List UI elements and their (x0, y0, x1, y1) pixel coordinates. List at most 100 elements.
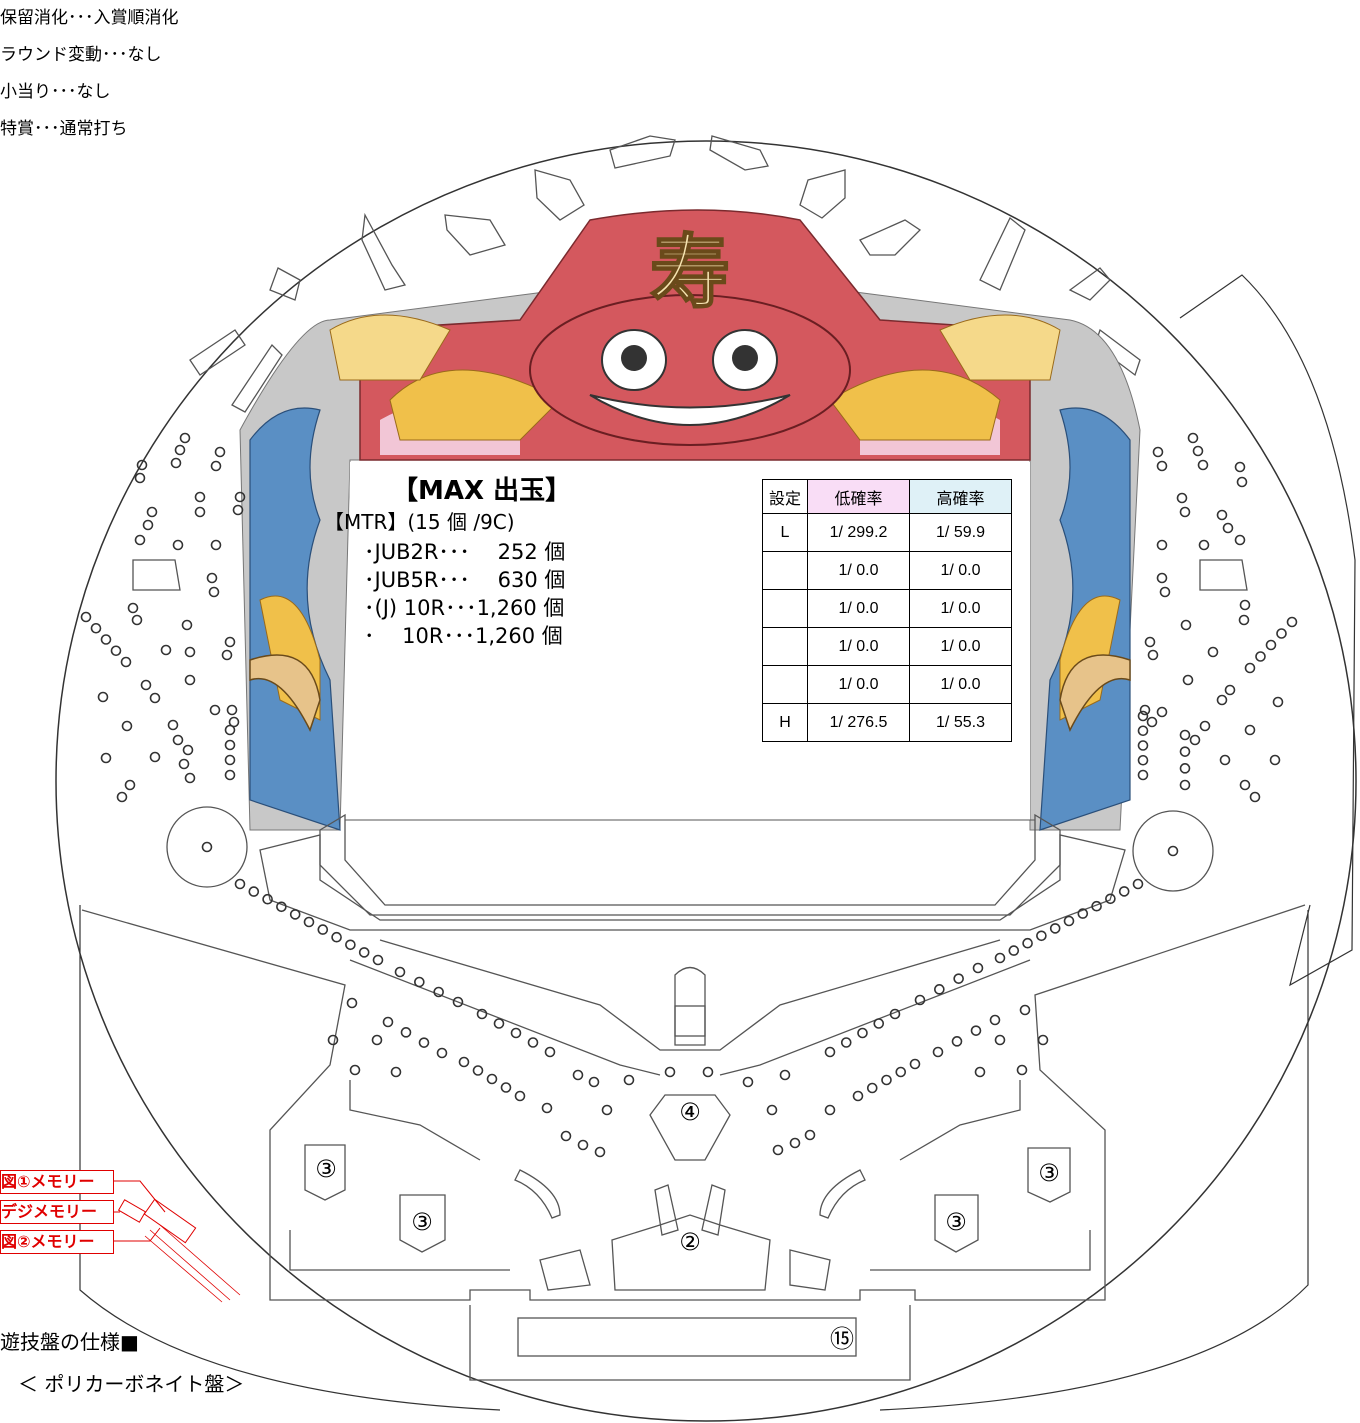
nail (181, 619, 193, 631)
nail (1286, 616, 1298, 628)
nail (224, 769, 236, 781)
nail (951, 1036, 963, 1047)
nail (493, 1018, 505, 1029)
board-material: ＜ ポリカーボネイト盤＞ (18, 1372, 245, 1396)
nail (167, 719, 179, 731)
nail (840, 1037, 852, 1048)
nail (142, 519, 154, 531)
nail (358, 947, 370, 958)
nail (994, 952, 1006, 964)
memory-led-cluster (113, 1180, 241, 1303)
nail (1192, 445, 1204, 457)
nail (1236, 476, 1248, 488)
nail (80, 611, 92, 623)
nail (1016, 1064, 1028, 1076)
nail (527, 1037, 539, 1048)
nail (544, 1046, 556, 1058)
start-pocket-label: ② (679, 1228, 701, 1256)
nail (1146, 716, 1158, 728)
nail (194, 506, 206, 518)
nail (514, 1090, 526, 1102)
nail (772, 1144, 784, 1156)
board-outline (55, 140, 1357, 1422)
cell-low: 1/ 276.5 (807, 703, 910, 742)
side-pocket-label: ③ (1038, 1159, 1060, 1187)
nail (349, 1064, 361, 1076)
nail (1272, 696, 1284, 708)
nail (136, 459, 148, 471)
nail (1036, 930, 1047, 942)
nail (149, 692, 161, 704)
nail (1234, 461, 1246, 473)
nail (974, 1066, 986, 1078)
nail (472, 1065, 484, 1076)
nail (160, 644, 172, 656)
nail (436, 1047, 448, 1059)
nail (1219, 754, 1231, 766)
nail (1179, 746, 1191, 757)
memory-label-zu1: 図①メモリー (0, 1170, 114, 1194)
nail (210, 460, 222, 472)
nail (209, 704, 221, 716)
nail (134, 534, 146, 546)
nail (100, 634, 112, 645)
nail (824, 1104, 836, 1116)
cell-setting (762, 589, 808, 628)
nail (1244, 662, 1256, 674)
nail (577, 1139, 589, 1151)
nail (146, 506, 158, 518)
spec-line-small: 小当り･･･なし (0, 82, 111, 102)
nail (276, 901, 287, 913)
payout-jub2r: ･JUB2R･･･ 252 個 (364, 540, 566, 564)
nail (224, 739, 236, 751)
nail (623, 1074, 635, 1086)
nail (1179, 779, 1191, 791)
nail (1147, 649, 1159, 661)
nail (1137, 754, 1149, 766)
nail (1156, 572, 1168, 584)
nail (572, 1069, 584, 1081)
nail (1139, 704, 1151, 716)
table-row: 1/ 0.0 1/ 0.0 (762, 665, 1012, 704)
header-setting: 設定 (762, 479, 808, 514)
cell-high: 1/ 55.3 (909, 703, 1012, 742)
nail (382, 1016, 394, 1028)
nail (1238, 614, 1250, 626)
cell-setting: H (762, 703, 808, 742)
spec-line-hold: 保留消化･･･入賞順消化 (0, 8, 179, 28)
nail (970, 1025, 982, 1036)
stage-rails (259, 813, 1126, 931)
nail (178, 758, 190, 770)
nail (1137, 769, 1149, 781)
nail (1019, 1004, 1031, 1016)
nail (1156, 460, 1168, 472)
nail (1176, 492, 1188, 504)
board-nails (80, 432, 1298, 1158)
max-payout-title: 【MAX 出玉】 (392, 476, 572, 506)
nail (232, 504, 244, 516)
nail (804, 1129, 816, 1141)
nail (1137, 725, 1149, 737)
nail (1063, 915, 1075, 927)
nail (210, 539, 222, 551)
nail (1234, 534, 1246, 546)
cell-low: 1/ 0.0 (807, 589, 910, 628)
nail (182, 744, 194, 756)
nail (149, 751, 161, 763)
memory-label-zu2: 図②メモリー (0, 1230, 114, 1254)
table-row: 1/ 0.0 1/ 0.0 (762, 627, 1012, 666)
nail (327, 1034, 339, 1046)
nail (1187, 432, 1199, 444)
nail (134, 472, 146, 484)
nail (766, 1104, 778, 1116)
nail (226, 704, 238, 716)
nail (390, 1066, 402, 1078)
nail (458, 1056, 470, 1068)
nail (172, 539, 184, 551)
nail (1077, 908, 1089, 919)
nail (184, 674, 196, 686)
mtr-line: 【MTR】(15 個 /9C) (324, 510, 515, 534)
nail (1137, 740, 1149, 751)
nail (1137, 710, 1149, 722)
nail (476, 1008, 488, 1020)
